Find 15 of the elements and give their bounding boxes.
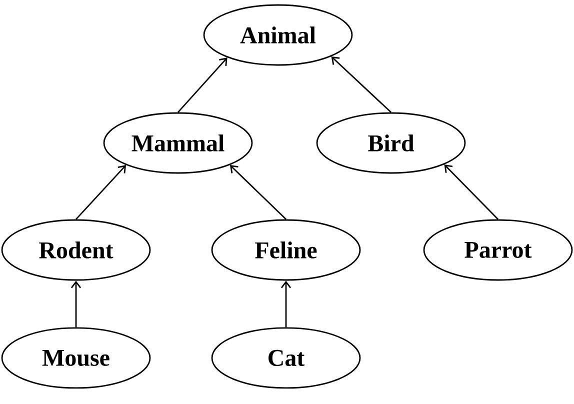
oval-node: Mammal [103, 112, 253, 174]
oval-node: Animal [203, 4, 353, 66]
arrow [444, 164, 498, 220]
arrow [177, 58, 228, 113]
arrow [280, 280, 292, 328]
oval-node: Feline [211, 219, 361, 281]
arrow [230, 165, 286, 220]
arrow [331, 56, 392, 113]
oval-node: Cat [211, 327, 361, 389]
oval-node: Mouse [1, 327, 151, 389]
arrow [76, 165, 126, 220]
oval-node: Bird [316, 112, 466, 174]
arrow [70, 280, 82, 328]
oval-node: Parrot [423, 219, 573, 281]
oval-node: Rodent [1, 219, 151, 281]
